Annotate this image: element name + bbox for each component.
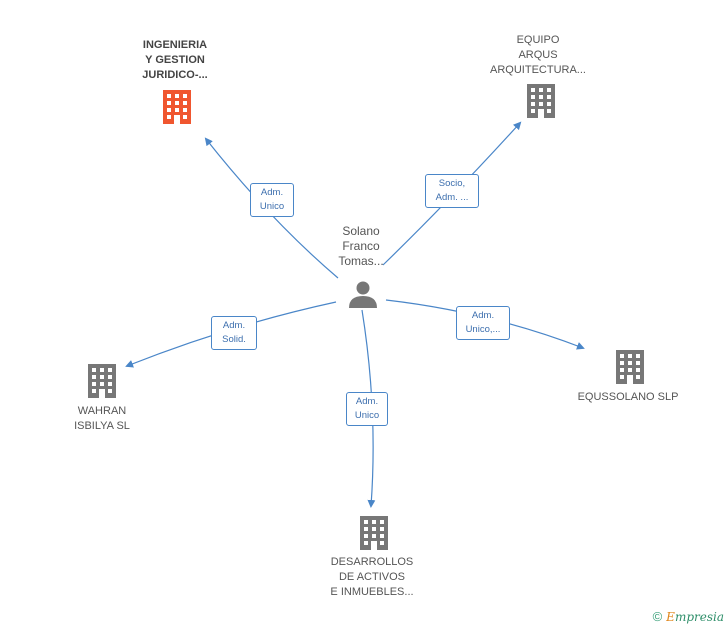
relation-line: Adm. <box>222 320 246 331</box>
relation-line: Unico <box>259 201 285 212</box>
company-equipo-label[interactable]: EQUIPO ARQUS ARQUITECTURA... <box>478 33 598 78</box>
building-icon-wahran[interactable] <box>87 364 117 398</box>
relation-badge-ingenieria[interactable]: Adm. Unico <box>250 183 294 217</box>
relation-line: Unico,... <box>465 324 501 335</box>
company-wahran-line: ISBILYA SL <box>74 420 130 432</box>
relation-line: Adm. <box>471 310 495 321</box>
building-icon-equipo[interactable] <box>526 84 556 118</box>
relation-badge-wahran[interactable]: Adm. Solid. <box>211 316 257 350</box>
company-equipo-line: ARQUS <box>518 49 558 61</box>
company-equssolano-line: EQUSSOLANO SLP <box>577 391 679 403</box>
relation-line: Solid. <box>222 334 246 345</box>
brand-logo: Empresia <box>666 610 724 624</box>
company-ingenieria-line: INGENIERIA <box>142 39 208 51</box>
relation-line: Adm. <box>260 187 284 198</box>
building-icon-ingenieria[interactable] <box>162 90 192 124</box>
relation-badge-equipo[interactable]: Socio, Adm. ... <box>425 174 479 208</box>
person-icon[interactable] <box>348 279 378 309</box>
brand-initial: E <box>666 609 675 624</box>
company-equssolano-label[interactable]: EQUSSOLANO SLP <box>572 390 684 405</box>
relation-badge-desarrollos[interactable]: Adm. Unico <box>346 392 388 426</box>
brand-rest: mpresia <box>674 609 724 624</box>
relation-line: Unico <box>354 410 380 421</box>
person-name-line: Solano <box>342 224 380 238</box>
relation-badge-equssolano[interactable]: Adm. Unico,... <box>456 306 510 340</box>
building-icon-equssolano[interactable] <box>615 350 645 384</box>
relation-line: Adm. <box>355 396 379 407</box>
person-name[interactable]: Solano Franco Tomas... <box>330 224 392 269</box>
person-name-line: Tomas... <box>338 254 384 268</box>
company-ingenieria-line: Y GESTION <box>145 54 205 66</box>
building-icon-desarrollos[interactable] <box>359 516 389 550</box>
relation-line: Socio, <box>438 178 466 189</box>
company-equipo-line: EQUIPO <box>516 34 560 46</box>
company-wahran-label[interactable]: WAHRAN ISBILYA SL <box>52 404 152 434</box>
company-desarrollos-line: E INMUEBLES... <box>330 586 414 598</box>
company-desarrollos-label[interactable]: DESARROLLOS DE ACTIVOS E INMUEBLES... <box>322 555 422 600</box>
company-wahran-line: WAHRAN <box>77 405 127 417</box>
company-ingenieria-line: JURIDICO-... <box>142 69 208 81</box>
relation-line: Adm. ... <box>435 192 469 203</box>
company-equipo-line: ARQUITECTURA... <box>490 64 586 76</box>
company-desarrollos-line: DE ACTIVOS <box>338 571 406 583</box>
company-ingenieria-label[interactable]: INGENIERIA Y GESTION JURIDICO-... <box>125 38 225 83</box>
company-desarrollos-line: DESARROLLOS <box>330 556 414 568</box>
person-name-line: Franco <box>342 239 380 253</box>
copyright-icon: © <box>652 609 663 624</box>
footer-brand[interactable]: © Empresia <box>653 609 724 624</box>
